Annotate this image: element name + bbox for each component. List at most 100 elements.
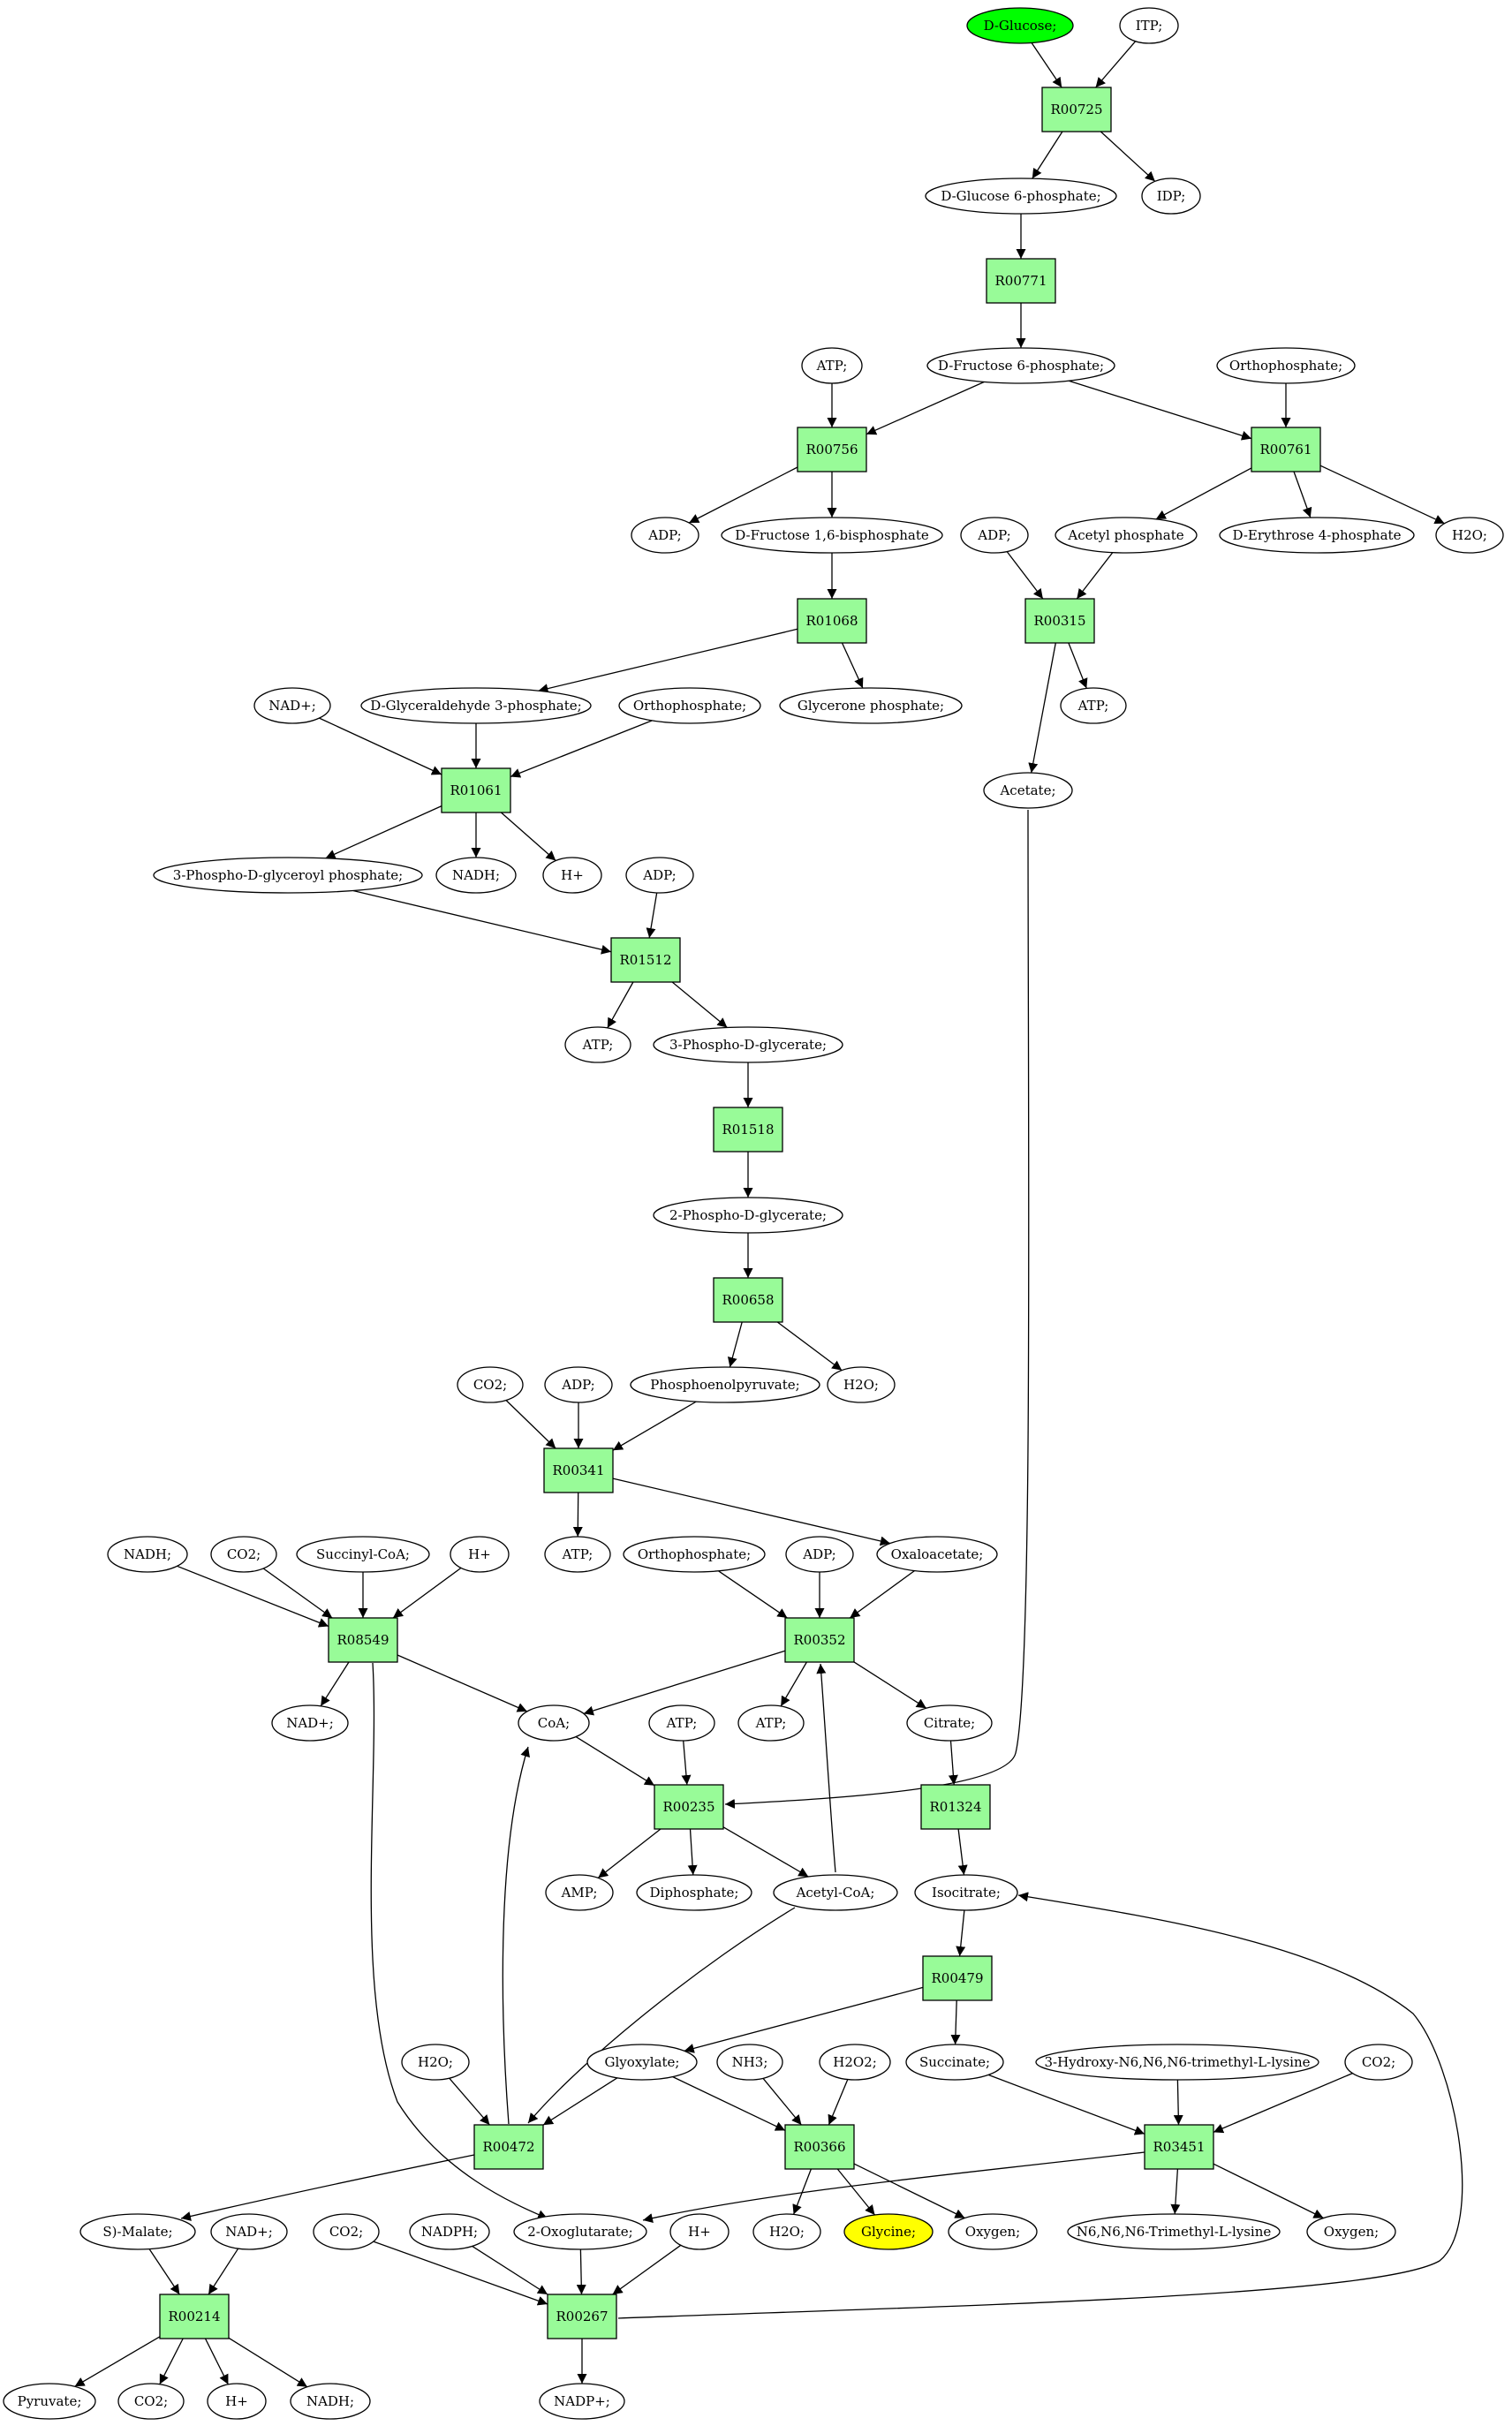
compound-node-f6p[interactable]: D-Fructose 6-phosphate; (926, 347, 1115, 384)
compound-node-pyruvate[interactable]: Pyruvate; (3, 2383, 96, 2420)
compound-node-nadh-b[interactable]: NADH; (107, 1536, 188, 1573)
compound-node-idp[interactable]: IDP; (1141, 178, 1201, 215)
compound-node-hplus-c[interactable]: H+ (669, 2213, 730, 2250)
compound-node-succinate[interactable]: Succinate; (905, 2044, 1004, 2081)
reaction-node-r03451[interactable]: R03451 (1144, 2124, 1214, 2170)
compound-node-amp[interactable]: AMP; (545, 1874, 614, 1911)
compound-node-atp-c[interactable]: ATP; (564, 1026, 631, 1063)
reaction-node-r00472[interactable]: R00472 (473, 2124, 544, 2170)
compound-node-atp-f[interactable]: ATP; (737, 1704, 805, 1742)
compound-node-h2o-a[interactable]: H2O; (1435, 517, 1504, 554)
reaction-node-r01061[interactable]: R01061 (441, 767, 511, 813)
reaction-node-r00761[interactable]: R00761 (1251, 427, 1321, 472)
reaction-node-r00315[interactable]: R00315 (1024, 598, 1095, 644)
compound-node-malate[interactable]: S)-Malate; (79, 2213, 196, 2250)
reaction-node-r00756[interactable]: R00756 (797, 427, 867, 472)
reaction-label: R00352 (793, 1632, 845, 1648)
reaction-node-r00658[interactable]: R00658 (713, 1277, 783, 1323)
compound-node-nadph[interactable]: NADPH; (409, 2213, 490, 2250)
compound-node-oxygen-b[interactable]: Oxygen; (1306, 2213, 1396, 2250)
reaction-node-r00352[interactable]: R00352 (784, 1617, 855, 1663)
compound-node-hplus-d[interactable]: H+ (207, 2383, 267, 2420)
compound-node-nad-b[interactable]: NAD+; (271, 1704, 349, 1742)
compound-node-h2o-b[interactable]: H2O; (827, 1366, 896, 1403)
reaction-node-r01068[interactable]: R01068 (797, 598, 867, 644)
compound-node-adp-b[interactable]: ADP; (960, 517, 1029, 554)
reaction-node-r00771[interactable]: R00771 (986, 258, 1056, 304)
compound-node-hplus-b[interactable]: H+ (450, 1536, 510, 1573)
compound-node-gap[interactable]: D-Glyceraldehyde 3-phosphate; (360, 687, 592, 724)
compound-node-orthophos-c[interactable]: Orthophosphate; (623, 1536, 766, 1573)
compound-node-co2-d[interactable]: CO2; (313, 2213, 380, 2250)
compound-node-nad-c[interactable]: NAD+; (210, 2213, 288, 2250)
compound-ellipse (1067, 2213, 1281, 2250)
compound-node-h2o-c[interactable]: H2O; (401, 2044, 470, 2081)
compound-node-e4p[interactable]: D-Erythrose 4-phosphate (1219, 517, 1415, 554)
reaction-node-r01324[interactable]: R01324 (920, 1784, 991, 1830)
compound-node-nadh-c[interactable]: NADH; (290, 2383, 371, 2420)
compound-node-adp-a[interactable]: ADP; (631, 517, 699, 554)
reaction-node-r00479[interactable]: R00479 (922, 1955, 993, 2001)
compound-node-html[interactable]: 3-Hydroxy-N6,N6,N6-trimethyl-L-lysine (1035, 2044, 1319, 2081)
reaction-box (713, 1107, 783, 1153)
compound-node-adp-d[interactable]: ADP; (544, 1366, 613, 1403)
compound-node-fbp[interactable]: D-Fructose 1,6-bisphosphate (721, 517, 943, 554)
compound-node-g6p[interactable]: D-Glucose 6-phosphate; (925, 178, 1117, 215)
compound-node-nadp[interactable]: NADP+; (539, 2383, 625, 2420)
compound-node-dhap[interactable]: Glycerone phosphate; (779, 687, 963, 724)
compound-node-hplus-a[interactable]: H+ (542, 857, 602, 894)
compound-label: D-Erythrose 4-phosphate (1233, 527, 1402, 543)
compound-node-atp-b[interactable]: ATP; (1060, 687, 1127, 724)
compound-node-oaa[interactable]: Oxaloacetate; (876, 1536, 998, 1573)
compound-node-acetylp[interactable]: Acetyl phosphate (1055, 517, 1198, 554)
compound-node-pg2[interactable]: 2-Phospho-D-glycerate; (653, 1197, 843, 1234)
compound-node-coa[interactable]: CoA; (518, 1704, 590, 1742)
reaction-node-r01512[interactable]: R01512 (610, 937, 681, 983)
compound-node-adp-c[interactable]: ADP; (625, 857, 694, 894)
reaction-node-r00341[interactable]: R00341 (543, 1447, 614, 1493)
reaction-node-r00235[interactable]: R00235 (654, 1784, 724, 1830)
compound-node-tml[interactable]: N6,N6,N6-Trimethyl-L-lysine (1067, 2213, 1281, 2250)
compound-label: S)-Malate; (102, 2224, 172, 2240)
compound-node-h2o2[interactable]: H2O2; (819, 2044, 891, 2081)
compound-node-pg3[interactable]: 3-Phospho-D-glycerate; (653, 1026, 843, 1063)
compound-node-nadh-a[interactable]: NADH; (435, 857, 517, 894)
compound-node-adp-e[interactable]: ADP; (785, 1536, 854, 1573)
reaction-node-r00267[interactable]: R00267 (547, 2294, 617, 2339)
compound-node-glycine[interactable]: Glycine; (843, 2213, 934, 2250)
compound-node-nad-a[interactable]: NAD+; (253, 687, 331, 724)
compound-node-pep[interactable]: Phosphoenolpyruvate; (630, 1366, 820, 1403)
reaction-node-r00725[interactable]: R00725 (1041, 87, 1112, 132)
edge-r00479-to-succinate (950, 1999, 961, 2045)
compound-node-orthophos-b[interactable]: Orthophosphate; (618, 687, 761, 724)
edge-f6p-to-r00761 (1069, 380, 1252, 441)
compound-node-succoa[interactable]: Succinyl-CoA; (296, 1536, 430, 1573)
compound-node-acetate[interactable]: Acetate; (983, 772, 1073, 809)
compound-node-citrate[interactable]: Citrate; (906, 1704, 993, 1742)
compound-node-isocitrate[interactable]: Isocitrate; (914, 1874, 1018, 1911)
compound-node-acetylcoa[interactable]: Acetyl-CoA; (773, 1874, 898, 1911)
compound-node-diphos[interactable]: Diphosphate; (636, 1874, 752, 1911)
reaction-box (610, 937, 681, 983)
compound-node-bpg[interactable]: 3-Phospho-D-glyceroyl phosphate; (153, 857, 423, 894)
compound-node-co2-b[interactable]: CO2; (210, 1536, 277, 1573)
compound-node-co2-e[interactable]: CO2; (117, 2383, 185, 2420)
compound-node-h2o-d[interactable]: H2O; (752, 2213, 821, 2250)
compound-node-atp-d[interactable]: ATP; (544, 1536, 611, 1573)
compound-node-itp[interactable]: ITP; (1119, 7, 1179, 44)
compound-label: ATP; (1077, 698, 1109, 714)
compound-node-co2-a[interactable]: CO2; (457, 1366, 524, 1403)
compound-node-atp-e[interactable]: ATP; (648, 1704, 715, 1742)
reaction-node-r08549[interactable]: R08549 (328, 1617, 398, 1663)
compound-node-orthophos-a[interactable]: Orthophosphate; (1216, 347, 1356, 384)
compound-node-atp-a[interactable]: ATP; (801, 347, 863, 384)
compound-node-glyoxylate[interactable]: Glyoxylate; (586, 2044, 698, 2081)
reaction-node-r00214[interactable]: R00214 (159, 2294, 230, 2339)
compound-node-oxoglut[interactable]: 2-Oxoglutarate; (513, 2213, 647, 2250)
compound-node-co2-c[interactable]: CO2; (1344, 2044, 1413, 2081)
compound-node-oxygen-a[interactable]: Oxygen; (948, 2213, 1038, 2250)
reaction-node-r00366[interactable]: R00366 (784, 2124, 855, 2170)
compound-node-nh3[interactable]: NH3; (716, 2044, 783, 2081)
compound-node-dglucose[interactable]: D-Glucose; (966, 7, 1074, 44)
reaction-node-r01518[interactable]: R01518 (713, 1107, 783, 1153)
